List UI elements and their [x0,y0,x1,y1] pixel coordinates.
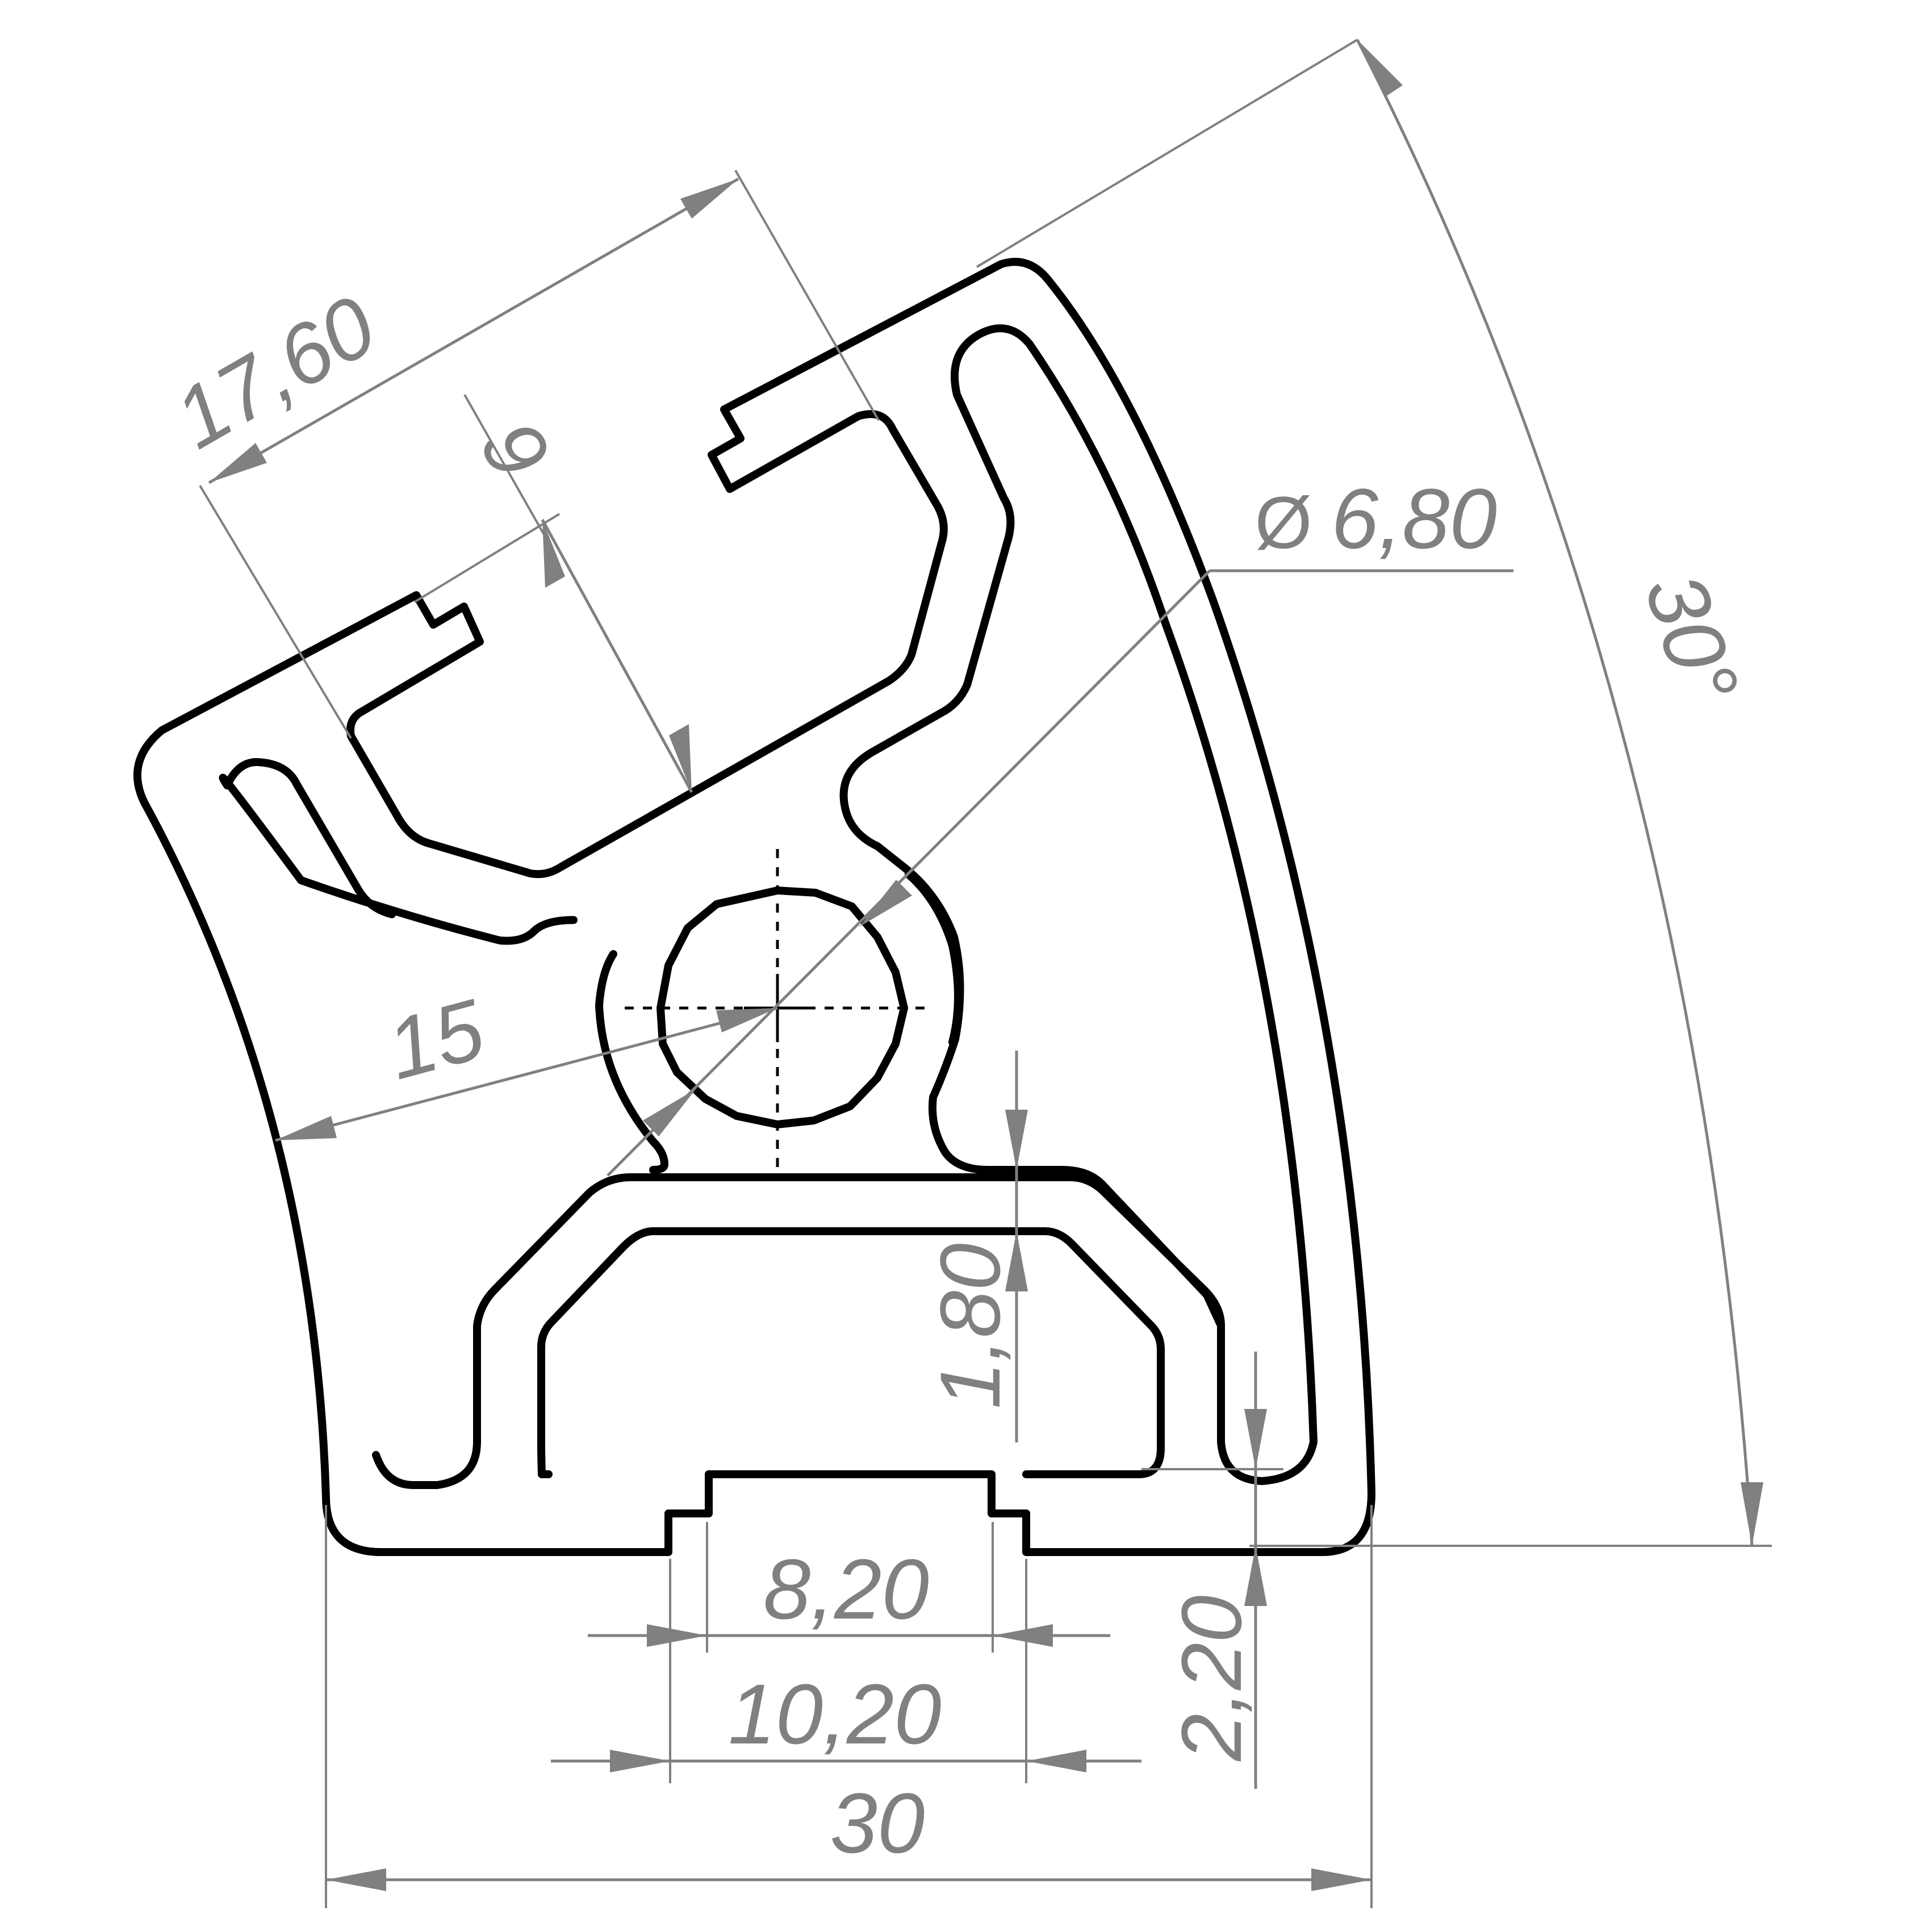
dim-slot-inner: 8,20 [588,1522,1110,1653]
profile-inner-cavity [219,324,1318,1489]
dim-angled-slot-depth: 6 [413,394,693,793]
profile-slot-cavity [537,1227,1165,1478]
dim-overall-width-label: 30 [830,1775,925,1871]
dimensions: 30 10,20 8,20 2,20 [158,39,1772,1908]
dim-bore-diameter-label: 6,80 [1331,471,1497,566]
aluminium-profile [133,258,1375,1556]
dim-web-thickness-label: 1,80 [922,1243,1018,1409]
dim-slot-inner-label: 8,20 [763,1541,929,1637]
dim-wall-thickness-label: 2,20 [1164,1595,1259,1762]
dim-overall-width: 30 [325,1505,1373,1908]
dim-bore-diameter-symbol: Ø [1254,481,1312,564]
dim-radius-label: 15 [377,981,494,1098]
bore-web [905,871,962,1046]
dim-radius: 15 [275,981,778,1142]
dim-bore-diameter: Ø 6,80 [607,471,1513,1177]
dim-wall-thickness: 2,20 [1141,1352,1772,1789]
dim-slot-outer: 10,20 [551,1559,1141,1783]
dim-angled-slot-width-label: 17,60 [158,277,391,466]
dim-sweep-angle: 30° [976,39,1772,1547]
dim-sweep-angle-label: 30° [1627,562,1758,714]
center-bore [656,886,908,1128]
dim-slot-outer-label: 10,20 [728,1666,941,1762]
dim-web-thickness: 1,80 [922,1051,1028,1442]
profile-outer-contour [133,258,1375,1556]
